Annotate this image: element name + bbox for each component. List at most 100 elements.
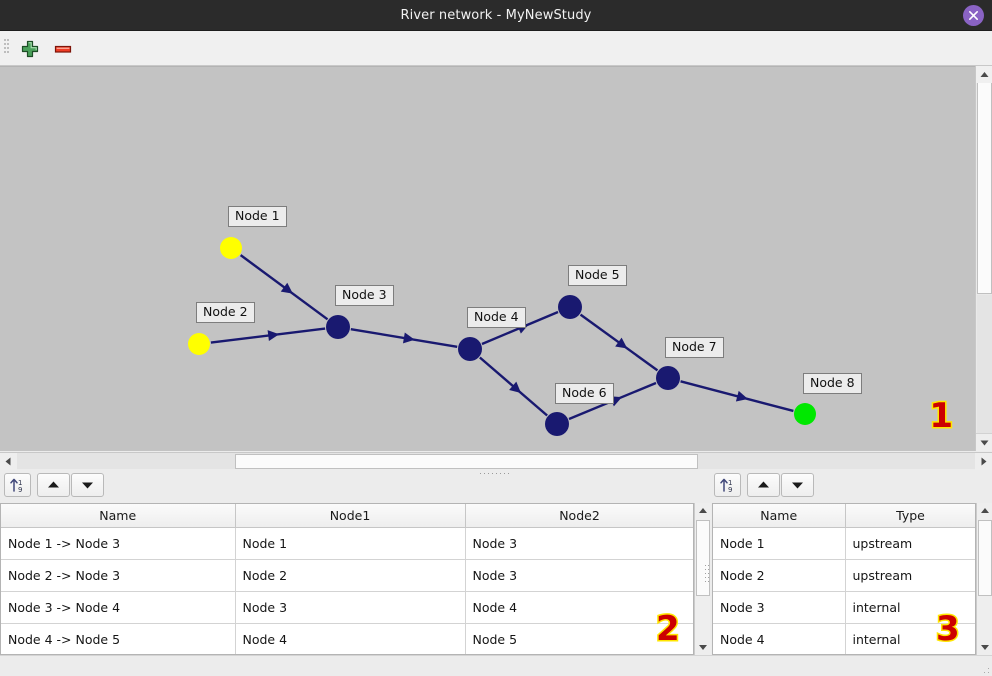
graph-edge[interactable] bbox=[210, 327, 326, 344]
network-graph-canvas[interactable]: Node 1 Node 2 Node 3 Node 4 Node 5 Node 6 Node… bbox=[0, 66, 975, 451]
links-scroll-up-arrow-icon[interactable] bbox=[695, 503, 711, 519]
column-header[interactable]: Node1 bbox=[235, 504, 466, 528]
network-graph-panel: Node 1 Node 2 Node 3 Node 4 Node 5 Node 6 Node… bbox=[0, 66, 992, 470]
column-header[interactable]: Name bbox=[713, 504, 846, 528]
graph-hscroll-thumb[interactable] bbox=[235, 454, 698, 469]
nodes-sort-button[interactable]: 1 9 bbox=[714, 473, 741, 497]
close-icon[interactable] bbox=[963, 5, 984, 26]
nodes-scroll-up-arrow-icon[interactable] bbox=[977, 503, 992, 519]
scroll-right-arrow-icon[interactable] bbox=[975, 453, 992, 470]
nodes-scroll-thumb[interactable] bbox=[978, 520, 992, 596]
graph-node-label[interactable]: Node 1 bbox=[228, 206, 287, 227]
graph-vscroll-thumb[interactable] bbox=[977, 66, 992, 294]
nodes-scroll-down-arrow-icon[interactable] bbox=[977, 639, 992, 655]
links-table-toolbar: 1 9 bbox=[4, 473, 114, 499]
graph-node-label[interactable]: Node 5 bbox=[568, 265, 627, 286]
scroll-left-arrow-icon[interactable] bbox=[0, 453, 17, 470]
graph-node-label[interactable]: Node 8 bbox=[803, 373, 862, 394]
table-cell[interactable]: upstream bbox=[845, 527, 975, 560]
graph-node[interactable] bbox=[558, 295, 582, 319]
table-cell[interactable]: Node 1 bbox=[713, 527, 846, 560]
column-header[interactable]: Name bbox=[1, 504, 236, 528]
graph-node-label[interactable]: Node 2 bbox=[196, 302, 255, 323]
table-cell[interactable]: Node 3 bbox=[235, 591, 466, 624]
table-cell[interactable]: Node 4 bbox=[235, 623, 466, 654]
column-header[interactable]: Node2 bbox=[465, 504, 693, 528]
graph-node[interactable] bbox=[188, 333, 210, 355]
graph-node[interactable] bbox=[545, 412, 569, 436]
table-cell[interactable]: Node 2 bbox=[713, 559, 846, 592]
green-plus-icon[interactable] bbox=[19, 38, 41, 60]
graph-horizontal-scrollbar[interactable] bbox=[0, 452, 992, 470]
graph-node[interactable] bbox=[458, 337, 482, 361]
table-cell[interactable]: Node 4 -> Node 5 bbox=[1, 623, 236, 654]
splitter-grip bbox=[480, 473, 512, 475]
svg-text:9: 9 bbox=[728, 486, 732, 494]
horizontal-splitter[interactable] bbox=[0, 470, 992, 478]
table-cell[interactable]: internal bbox=[845, 591, 975, 624]
table-cell[interactable]: Node 4 bbox=[713, 623, 846, 654]
nodes-table-scrollbar[interactable] bbox=[976, 503, 992, 655]
nodes-move-down-button[interactable] bbox=[781, 473, 814, 497]
links-table-scrollbar[interactable] bbox=[694, 503, 711, 655]
links-sort-button[interactable]: 1 9 bbox=[4, 473, 31, 497]
graph-node-label[interactable]: Node 6 bbox=[555, 383, 614, 404]
links-move-up-button[interactable] bbox=[37, 473, 70, 497]
table-cell[interactable]: Node 4 bbox=[465, 591, 693, 624]
table-cell[interactable]: Node 3 bbox=[713, 591, 846, 624]
table-cell[interactable]: upstream bbox=[845, 559, 975, 592]
scroll-down-arrow-icon[interactable] bbox=[976, 433, 992, 451]
graph-node-label[interactable]: Node 4 bbox=[467, 307, 526, 328]
graph-node[interactable] bbox=[220, 237, 242, 259]
graph-node[interactable] bbox=[794, 403, 816, 425]
svg-text:1: 1 bbox=[728, 479, 732, 487]
graph-node-label[interactable]: Node 7 bbox=[665, 337, 724, 358]
graph-vscroll-trough[interactable] bbox=[977, 295, 992, 434]
column-header[interactable]: Type bbox=[845, 504, 975, 528]
graph-node[interactable] bbox=[326, 315, 350, 339]
vertical-splitter[interactable] bbox=[705, 565, 710, 587]
table-cell[interactable]: internal bbox=[845, 623, 975, 654]
table-cell[interactable]: Node 3 bbox=[465, 527, 693, 560]
svg-text:9: 9 bbox=[18, 486, 22, 494]
links-scroll-down-arrow-icon[interactable] bbox=[695, 639, 711, 655]
toolbar-grip[interactable] bbox=[4, 39, 9, 57]
table-cell[interactable]: Node 2 -> Node 3 bbox=[1, 559, 236, 592]
window-title: River network - MyNewStudy bbox=[400, 8, 592, 23]
nodes-table-toolbar: 1 9 bbox=[714, 473, 824, 499]
red-minus-icon[interactable] bbox=[52, 38, 74, 60]
table-cell[interactable]: Node 1 bbox=[235, 527, 466, 560]
annotation-2: 2 bbox=[655, 609, 682, 649]
links-move-down-button[interactable] bbox=[71, 473, 104, 497]
graph-vertical-scrollbar[interactable] bbox=[975, 66, 992, 451]
nodes-move-up-button[interactable] bbox=[747, 473, 780, 497]
table-cell[interactable]: Node 5 bbox=[465, 623, 693, 654]
graph-hscroll-trough-left[interactable] bbox=[17, 454, 235, 469]
graph-node-label[interactable]: Node 3 bbox=[335, 285, 394, 306]
graph-edge-arrow bbox=[280, 282, 293, 294]
table-cell[interactable]: Node 2 bbox=[235, 559, 466, 592]
resize-grip[interactable] bbox=[984, 668, 989, 673]
table-cell[interactable]: Node 3 bbox=[465, 559, 693, 592]
graph-edge-arrow bbox=[402, 332, 415, 344]
scroll-up-arrow-icon[interactable] bbox=[975, 66, 992, 83]
links-scroll-thumb[interactable] bbox=[696, 520, 710, 596]
table-cell[interactable]: Node 1 -> Node 3 bbox=[1, 527, 236, 560]
graph-node[interactable] bbox=[656, 366, 680, 390]
graph-edge[interactable] bbox=[680, 380, 794, 413]
table-cell[interactable]: Node 3 -> Node 4 bbox=[1, 591, 236, 624]
annotation-3: 3 bbox=[935, 609, 962, 649]
